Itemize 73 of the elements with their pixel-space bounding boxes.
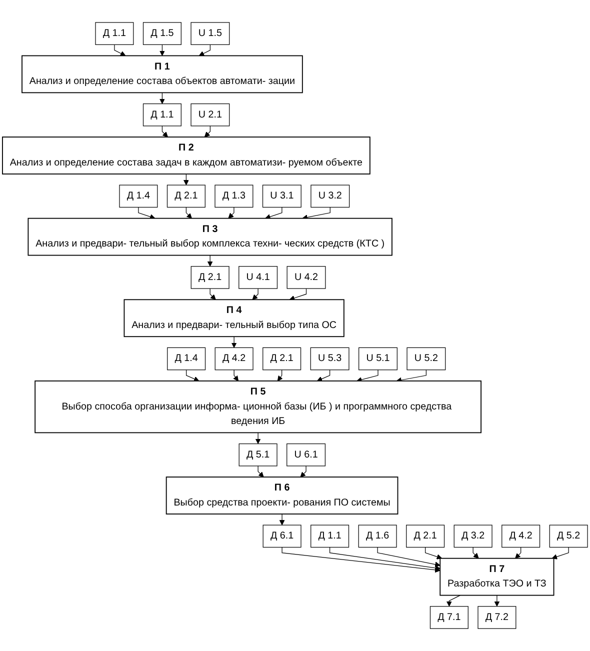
node-box: Д 1.5 xyxy=(142,22,182,45)
arrow xyxy=(356,370,378,382)
arrow xyxy=(302,206,330,220)
node-box: U 4.2 xyxy=(286,266,326,289)
arrow xyxy=(255,432,261,444)
arrow xyxy=(316,370,330,382)
arrow xyxy=(198,44,210,56)
arrow xyxy=(396,370,426,383)
node-box: Д 6.1 xyxy=(262,524,302,548)
node-box: U 5.2 xyxy=(406,347,446,370)
arrow xyxy=(207,254,213,267)
arrow xyxy=(160,92,165,104)
node-box: U 5.3 xyxy=(310,347,350,370)
arrow xyxy=(162,126,168,138)
node-box: Д 1.4 xyxy=(167,347,206,370)
arrow xyxy=(204,126,210,138)
node-box: Д 7.1 xyxy=(430,606,468,629)
arrow xyxy=(425,546,442,560)
node-box: Д 2.1 xyxy=(262,347,302,370)
arrow xyxy=(279,514,285,526)
node-box: U 6.1 xyxy=(286,443,326,466)
node-box: П 3 Анализ и предвари- тельный выбор комплекса техни- ческих средств (КТС ) xyxy=(28,218,392,256)
node-box: П 4 Анализ и предвари- тельный выбор типа ОС xyxy=(124,299,344,338)
node-box: U 4.1 xyxy=(238,266,278,289)
arrow xyxy=(186,206,192,219)
node-box: Д 1.3 xyxy=(214,184,254,208)
arrow xyxy=(494,594,500,607)
arrow xyxy=(138,206,156,220)
node-box: Д 2.1 xyxy=(406,524,445,548)
arrow xyxy=(552,546,569,560)
arrow xyxy=(231,336,237,348)
node-box: Д 7.2 xyxy=(478,606,516,629)
node-box: Д 2.1 xyxy=(190,266,230,289)
node-box: U 3.2 xyxy=(310,184,350,208)
arrow xyxy=(515,546,522,559)
arrow xyxy=(289,288,307,301)
node-box: Д 1.1 xyxy=(95,22,134,45)
node-box: U 1.5 xyxy=(190,22,230,45)
arrow xyxy=(160,44,165,56)
arrow xyxy=(277,370,283,382)
node-box: Д 5.2 xyxy=(549,524,588,548)
node-box: П 7 Разработка ТЭО и ТЗ xyxy=(440,558,554,596)
arrow xyxy=(184,174,189,186)
node-box: U 2.1 xyxy=(190,103,230,126)
node-box: П 2 Анализ и определение состава задач в каждом автоматизи- руемом объекте xyxy=(2,136,370,174)
arrow xyxy=(258,466,264,478)
arrow xyxy=(265,206,282,220)
arrow xyxy=(377,546,440,568)
node-box: Д 4.2 xyxy=(214,347,254,370)
node-box: Д 2.1 xyxy=(166,184,206,208)
arrow xyxy=(186,370,200,382)
arrow xyxy=(330,546,440,571)
arrow xyxy=(300,466,306,478)
node-box: П 5 Выбор способа организации информа- ционной базы (ИБ ) и программного средства ведения ИБ xyxy=(34,380,482,434)
node-box: П 1 Анализ и определение состава объектов автомати- зации xyxy=(22,55,303,94)
node-box: U 5.1 xyxy=(358,347,398,370)
node-box: Д 1.1 xyxy=(142,103,182,126)
node-box: U 3.1 xyxy=(262,184,302,208)
arrow xyxy=(114,44,126,56)
node-box: Д 3.2 xyxy=(454,524,492,548)
node-box: Д 1.6 xyxy=(358,524,397,548)
arrow xyxy=(228,206,234,219)
node-box: Д 5.1 xyxy=(238,443,278,466)
node-box: П 6 Выбор средства проекти- рования ПО системы xyxy=(166,476,398,514)
arrow xyxy=(282,546,440,573)
arrow xyxy=(233,370,239,382)
node-box: Д 4.2 xyxy=(502,524,540,548)
arrow xyxy=(210,288,216,300)
arrow xyxy=(472,546,479,559)
node-box: Д 1.4 xyxy=(119,184,158,208)
arrow xyxy=(252,288,258,300)
arrow xyxy=(446,594,461,607)
node-box: Д 1.1 xyxy=(310,524,350,548)
